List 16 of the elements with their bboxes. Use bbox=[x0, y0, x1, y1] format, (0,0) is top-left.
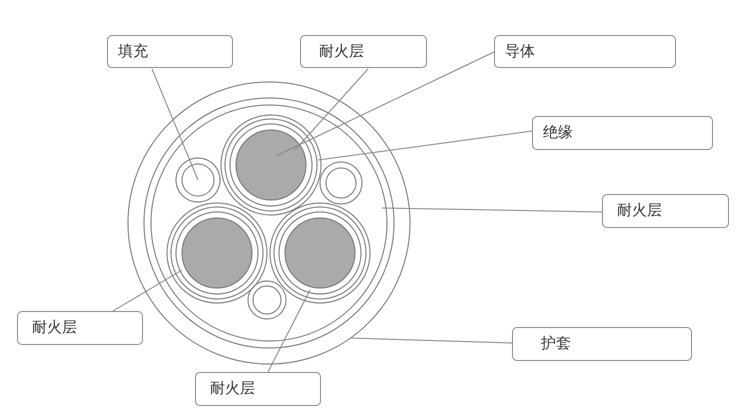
leader-line bbox=[294, 68, 368, 150]
leader-line bbox=[318, 130, 532, 160]
label-box: 耐火层 bbox=[17, 311, 143, 345]
label-box: 耐火层 bbox=[300, 35, 427, 68]
label-box: 填充 bbox=[107, 35, 233, 68]
leader-line bbox=[350, 338, 512, 344]
label-box: 耐火层 bbox=[195, 372, 321, 406]
leader-line bbox=[276, 52, 494, 156]
label-box: 导体 bbox=[494, 35, 676, 68]
leader-line bbox=[112, 270, 182, 312]
label-box: 耐火层 bbox=[602, 194, 729, 228]
leader-line bbox=[382, 208, 602, 212]
label-box: 护套 bbox=[512, 327, 692, 361]
label-box: 绝缘 bbox=[532, 116, 713, 150]
leader-line bbox=[152, 68, 198, 180]
leader-line bbox=[268, 290, 310, 372]
